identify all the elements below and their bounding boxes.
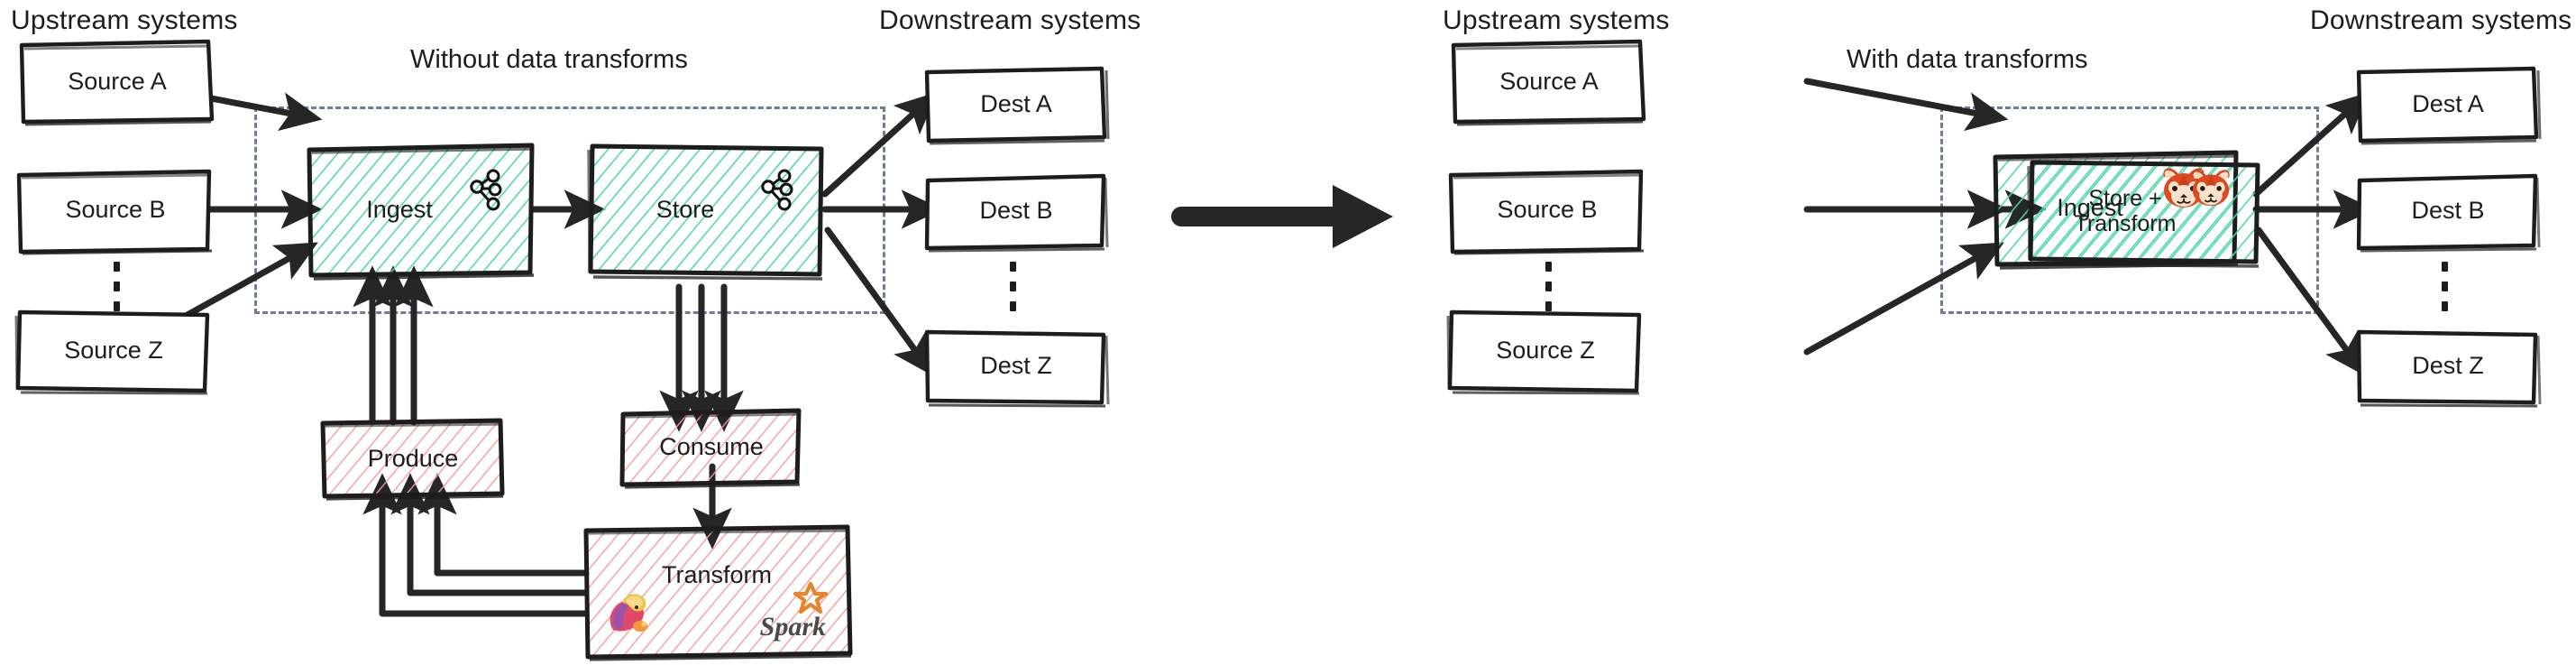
r-source-box-z[interactable]: Source Z — [1446, 309, 1642, 395]
downstream-header-right: Downstream systems — [2310, 5, 2572, 35]
dest-box-b-left[interactable]: Dest B — [924, 173, 1109, 253]
right-arrow-icon — [1171, 185, 1393, 248]
kafka-icon — [761, 169, 800, 217]
r-store-transform-box[interactable]: Store + Transform — [2027, 160, 2260, 268]
store-label-left: Store — [655, 196, 715, 224]
sketch-frame — [16, 169, 213, 255]
upstream-header-left: Upstream systems — [11, 5, 238, 35]
produce-box[interactable]: Produce — [320, 418, 505, 501]
r-source-b-label: Source B — [1497, 195, 1598, 223]
source-box-a[interactable]: Source A — [19, 39, 215, 126]
sketch-frame — [1448, 169, 1645, 255]
arrow-transform-to-produce-1 — [362, 473, 590, 617]
panel-title-right: With data transforms — [1847, 45, 2088, 74]
sketch-frame — [583, 524, 853, 661]
spark-wordmark: Spark — [759, 612, 826, 642]
sketch-frame — [307, 143, 535, 281]
sketch-frame — [1451, 39, 1646, 126]
source-box-z[interactable]: Source Z — [14, 309, 210, 395]
sources-ellipsis-left — [114, 262, 120, 321]
arrow-transform-to-produce-2 — [390, 473, 590, 596]
r-store-transform-label: Store + Transform — [2075, 186, 2177, 236]
store-box-left[interactable]: Store — [587, 143, 824, 281]
r-sources-ellipsis — [1545, 262, 1552, 321]
source-b-label: Source B — [65, 195, 166, 223]
dest-ellipsis-left — [1010, 262, 1016, 321]
r-dest-box-b[interactable]: Dest B — [2356, 173, 2541, 253]
dest-box-a-left[interactable]: Dest A — [924, 66, 1110, 145]
produce-label: Produce — [367, 444, 459, 472]
r-ingest-label: Ingest — [2057, 193, 2123, 221]
source-z-label: Source Z — [64, 336, 163, 364]
downstream-header-left: Downstream systems — [879, 5, 1141, 35]
dest-b-label-left: Dest B — [979, 197, 1053, 225]
r-source-a-label: Source A — [1499, 67, 1599, 95]
sketch-frame — [924, 329, 1110, 408]
r-source-z-label: Source Z — [1496, 336, 1595, 364]
spark-icon — [793, 581, 833, 621]
source-box-b[interactable]: Source B — [16, 169, 213, 255]
r-dest-box-a[interactable]: Dest A — [2356, 66, 2542, 145]
sketch-frame — [2356, 329, 2542, 408]
dest-box-z-left[interactable]: Dest Z — [924, 329, 1110, 408]
consume-box[interactable]: Consume — [619, 408, 802, 489]
r-store-line2: Transform — [2074, 211, 2177, 236]
r-store-line1: Store + — [2088, 186, 2162, 211]
r-dest-z-label: Dest Z — [2412, 352, 2484, 380]
consume-label: Consume — [659, 432, 764, 460]
sketch-frame — [1446, 309, 1642, 395]
r-source-box-a[interactable]: Source A — [1451, 39, 1646, 126]
dest-z-label-left: Dest Z — [980, 352, 1052, 380]
kafka-icon — [470, 169, 509, 217]
panel-title-left: Without data transforms — [410, 45, 688, 74]
r-dest-ellipsis — [2442, 262, 2448, 321]
r-source-box-b[interactable]: Source B — [1448, 169, 1645, 255]
source-a-label: Source A — [68, 67, 167, 95]
arrow-transform-to-produce-3 — [417, 473, 590, 577]
redpanda-icon — [2192, 170, 2238, 213]
upstream-header-right: Upstream systems — [1443, 5, 1670, 35]
flink-icon — [610, 594, 662, 641]
transform-box[interactable]: Transform Spark — [583, 524, 853, 661]
dest-a-label-left: Dest A — [980, 90, 1052, 118]
r-dest-b-label: Dest B — [2411, 197, 2485, 225]
sketch-frame — [587, 143, 824, 281]
ingest-box-left[interactable]: Ingest — [307, 143, 535, 281]
r-dest-box-z[interactable]: Dest Z — [2356, 329, 2542, 408]
r-dest-a-label: Dest A — [2412, 90, 2484, 118]
transform-label: Transform — [661, 561, 772, 588]
ingest-label-left: Ingest — [366, 196, 433, 224]
